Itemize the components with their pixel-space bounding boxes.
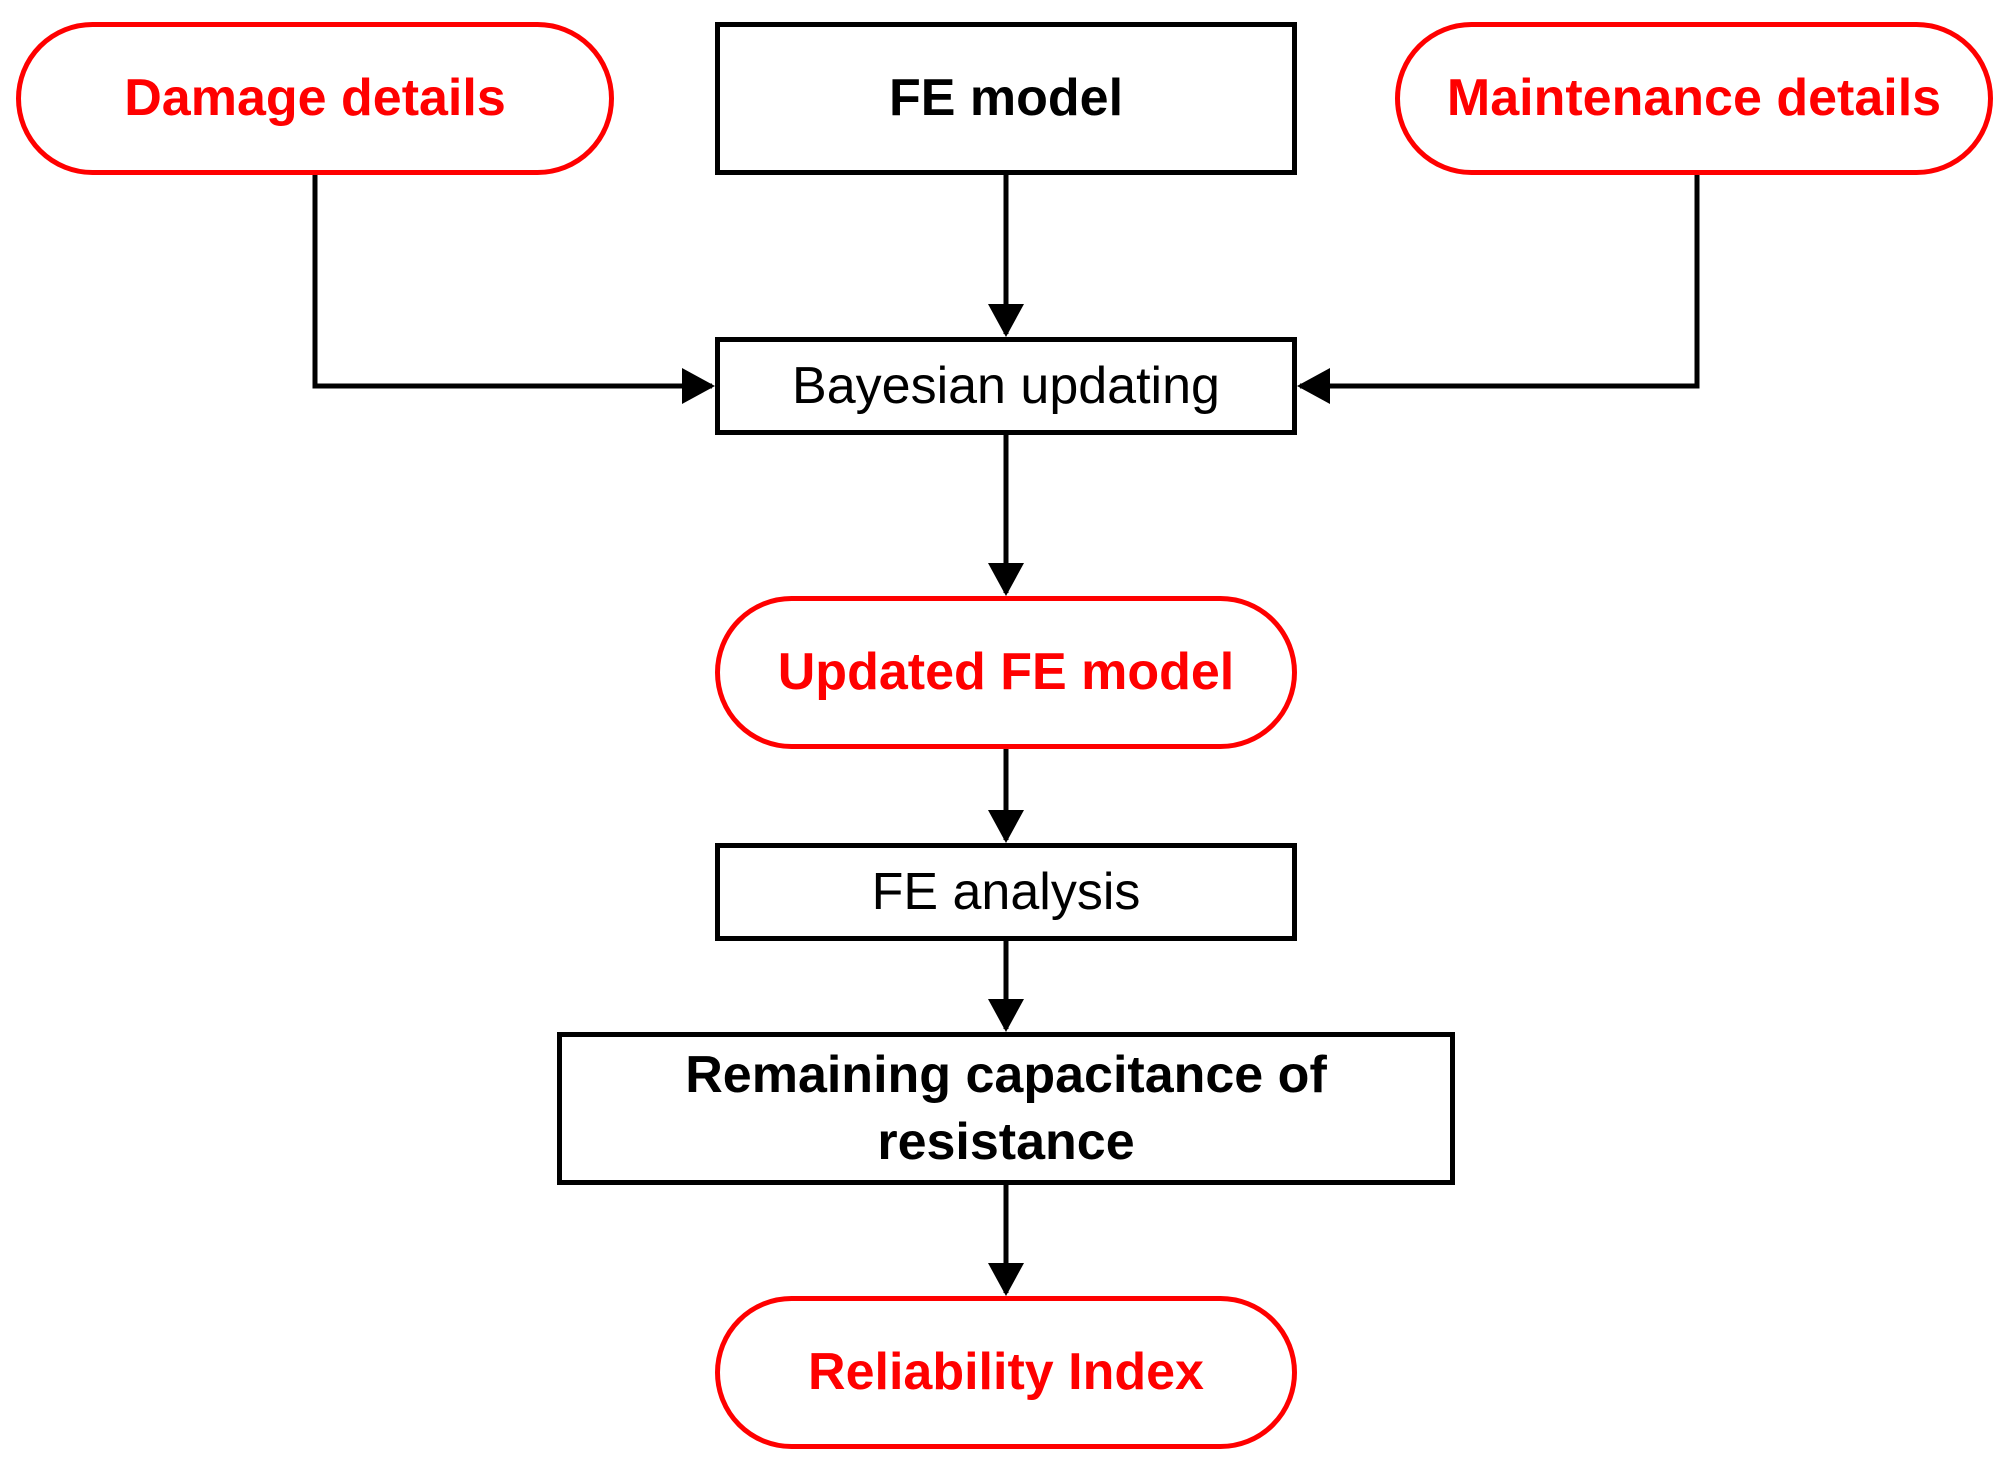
reliability-index-label: Reliability Index — [808, 1343, 1204, 1402]
remaining-capacitance-label: Remaining capacitance of resistance — [685, 1045, 1327, 1171]
arrowhead-maintenance — [1297, 368, 1330, 404]
damage-details-node: Damage details — [16, 22, 614, 175]
damage-details-label: Damage details — [124, 69, 506, 128]
bayesian-updating-node: Bayesian updating — [715, 337, 1297, 435]
arrow-damage-to-bayesian — [312, 175, 712, 389]
arrowhead-bayesian — [988, 563, 1024, 596]
updated-fe-model-node: Updated FE model — [715, 596, 1297, 749]
reliability-index-node: Reliability Index — [715, 1296, 1297, 1449]
arrowhead-fe-analysis — [988, 999, 1024, 1032]
maintenance-details-label: Maintenance details — [1446, 69, 1942, 128]
fe-analysis-node: FE analysis — [715, 843, 1297, 941]
arrowhead-remaining — [988, 1263, 1024, 1296]
remaining-capacitance-node: Remaining capacitance of resistance — [557, 1032, 1455, 1185]
arrow-maintenance-to-bayesian — [1300, 175, 1700, 389]
bayesian-updating-label: Bayesian updating — [792, 356, 1220, 415]
arrowhead-fe-model — [988, 304, 1024, 337]
maintenance-details-node: Maintenance details — [1395, 22, 1993, 175]
arrowhead-damage — [682, 368, 715, 404]
fe-model-label: FE model — [888, 69, 1124, 128]
updated-fe-model-label: Updated FE model — [777, 643, 1235, 702]
fe-model-node: FE model — [715, 22, 1297, 175]
arrowhead-updated — [988, 810, 1024, 843]
fe-analysis-label: FE analysis — [871, 862, 1141, 921]
